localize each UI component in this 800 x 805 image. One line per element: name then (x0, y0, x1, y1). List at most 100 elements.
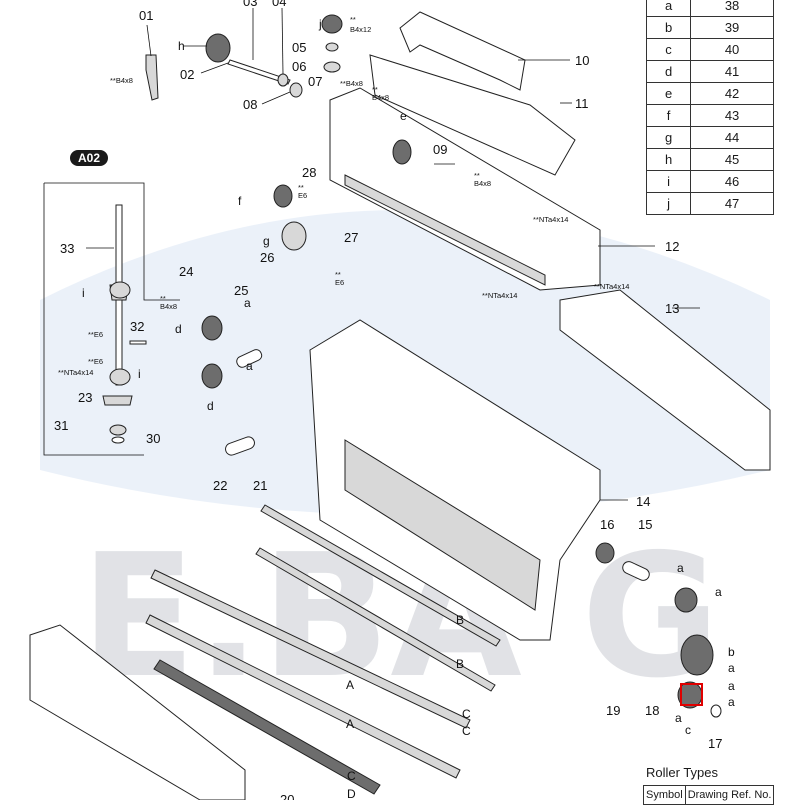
roller-types-table: Symbol Drawing Ref. No. (643, 785, 775, 805)
roller-types-col-ref: Drawing Ref. No. (684, 785, 775, 805)
gear-d-upper (201, 315, 223, 341)
ref-number-cell: 43 (690, 104, 774, 127)
highlight-box (680, 683, 703, 706)
screw-nta-12a: **NTa4x14 (533, 215, 568, 224)
letter-a-r5: a (728, 695, 735, 709)
label-17: 17 (708, 736, 722, 751)
letter-a-r2: a (715, 585, 722, 599)
letter-a-r6: a (675, 711, 682, 725)
belt-upper (236, 349, 263, 368)
screw-e6-28: E6 (298, 191, 307, 200)
label-03: 03 (243, 0, 257, 9)
ref-number-cell: 45 (690, 148, 774, 171)
part-08 (289, 82, 303, 98)
assembly-tag-a02: A02 (70, 150, 108, 166)
frame-rail (344, 174, 546, 286)
roller-letter-b1: B (456, 613, 464, 627)
ref-symbol-cell: e (645, 82, 692, 105)
label-11: 11 (575, 96, 589, 111)
screw-nta-12b: **NTa4x14 (482, 291, 517, 300)
screw-nta-13: **NTa4x14 (594, 282, 629, 291)
screw-b4x8-07b-stars: ** (372, 85, 378, 94)
ref-symbol-cell: h (645, 148, 692, 171)
label-32: 32 (130, 319, 144, 334)
label-23: 23 (78, 390, 92, 405)
label-28: 28 (302, 165, 316, 180)
roller-g (281, 221, 307, 251)
part-15-belt (622, 561, 650, 581)
label-01: 01 (139, 8, 153, 23)
a02-bracket (43, 182, 180, 456)
label-12: 12 (665, 239, 679, 254)
gear-f (273, 184, 293, 208)
label-19: 19 (606, 703, 620, 718)
ref-number-cell: 46 (690, 170, 774, 193)
gear-d-lower (201, 363, 223, 389)
roller-types-header-row: Symbol Drawing Ref. No. (643, 785, 775, 805)
ref-symbol-cell: j (645, 192, 692, 215)
ref-number-cell: 41 (690, 60, 774, 83)
ref-symbol-cell: i (645, 170, 692, 193)
roller-letter-a1: A (346, 678, 354, 692)
ref-symbol-cell: d (645, 60, 692, 83)
ref-number-cell: 42 (690, 82, 774, 105)
letter-b: b (728, 645, 735, 659)
label-06: 06 (292, 59, 306, 74)
label-09: 09 (433, 142, 447, 157)
letter-a-r1: a (677, 561, 684, 575)
screw-b4x8-07: **B4x8 (340, 79, 363, 88)
letter-e: e (400, 109, 407, 123)
label-16: 16 (600, 517, 614, 532)
screw-b4x8-24: B4x8 (160, 302, 177, 311)
label-24: 24 (179, 264, 193, 279)
roller-letter-d: D (347, 787, 356, 800)
label-13: 13 (665, 301, 679, 316)
roller-types-title: Roller Types (646, 765, 719, 780)
ref-symbol-cell: b (645, 16, 692, 39)
chassis-ribs (344, 439, 541, 611)
part-10-handle (399, 11, 526, 91)
label-21: 21 (253, 478, 267, 493)
gear-train-right (595, 542, 722, 718)
letter-f: f (238, 194, 242, 208)
label-07: 07 (308, 74, 322, 89)
label-15: 15 (638, 517, 652, 532)
screw-e6-32: **E6 (88, 330, 103, 339)
label-14: 14 (636, 494, 650, 509)
label-30: 30 (146, 431, 160, 446)
part-06 (323, 61, 341, 73)
label-02: 02 (180, 67, 194, 82)
screw-b4x8-07b: B4x8 (372, 93, 389, 102)
screw-b4x8-01: **B4x8 (110, 76, 133, 85)
letter-a-r4: a (728, 679, 735, 693)
letter-i-lower: i (138, 367, 141, 381)
screw-e6-33: **E6 (88, 357, 103, 366)
label-18: 18 (645, 703, 659, 718)
label-08: 08 (243, 97, 257, 112)
letter-d-upper: d (175, 322, 182, 336)
label-22: 22 (213, 478, 227, 493)
part-13-cover (559, 289, 771, 471)
part-33-shaft (102, 204, 147, 444)
label-10: 10 (575, 53, 589, 68)
screw-nta-a02: **NTa4x14 (58, 368, 93, 377)
label-26: 26 (260, 250, 274, 265)
part-12-frame (329, 87, 601, 291)
letter-g: g (263, 234, 270, 248)
screw-b4x8-09-stars: ** (474, 171, 480, 180)
ref-symbol-cell: c (645, 38, 692, 61)
gear-h (205, 33, 231, 63)
letter-j: j (318, 17, 322, 31)
part-number-labels: 01 02 03 04 05 06 07 08 09 10 11 12 13 1… (54, 0, 722, 805)
roller-letter-c3: C (347, 769, 356, 783)
roller-group (145, 504, 501, 795)
label-31: 31 (54, 418, 68, 433)
letter-a-upper: a (244, 296, 251, 310)
